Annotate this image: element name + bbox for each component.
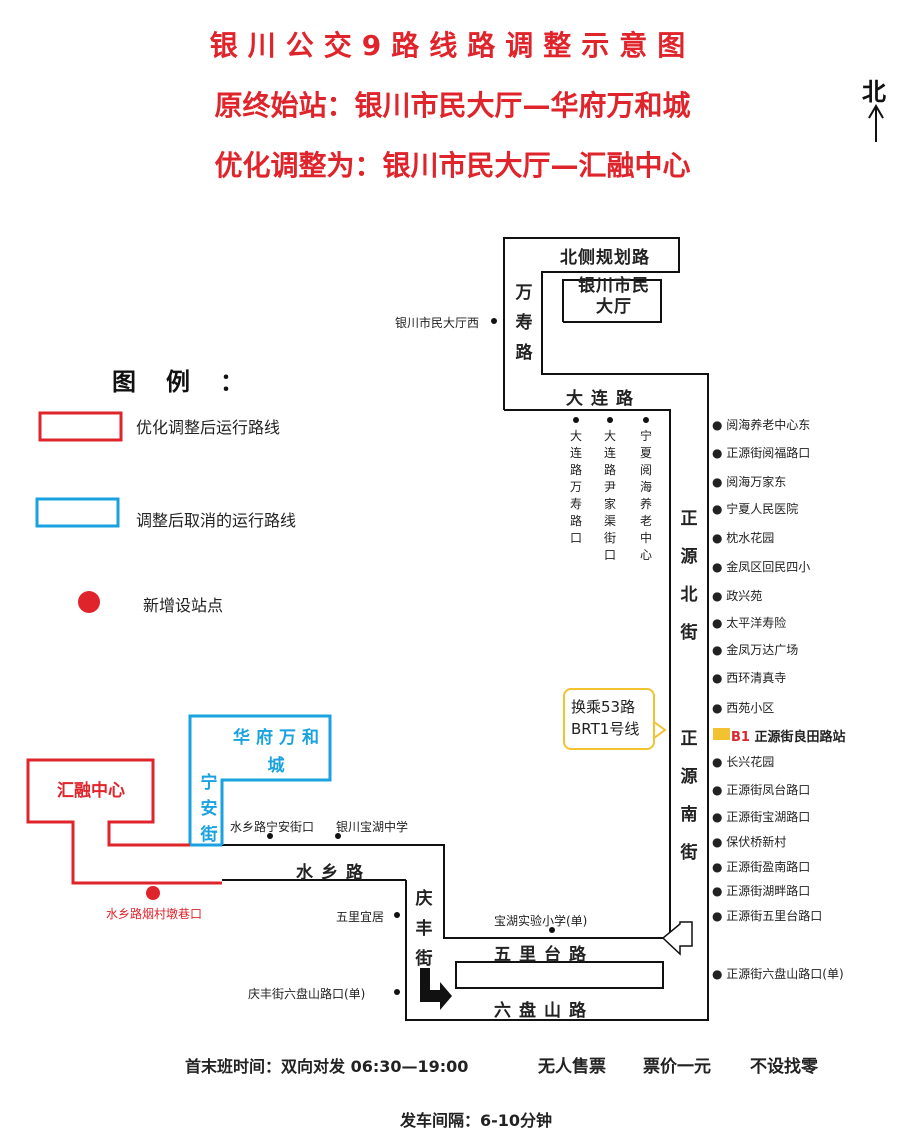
turn-arrow-icon [420, 968, 452, 1010]
new-route [26, 758, 222, 885]
stop-z-3: ● 宁夏人民医院 [712, 502, 799, 516]
stop-z-19: ● 正源街六盘山路口(单) [712, 967, 844, 981]
original-terminus: 原终始站：银川市民大厅—华府万和城 [214, 89, 691, 122]
legend-title: 图例： [112, 368, 274, 396]
north-arrow-icon [868, 104, 884, 142]
legend-cancelled-route-label: 调整后取消的运行路线 [136, 511, 297, 530]
north-label: 北 [862, 78, 886, 106]
stop-qingfeng-liupan: 庆丰街六盘山路口(单) [248, 987, 366, 1001]
road-ningan: 宁安街 [200, 773, 218, 845]
legend-new-stop-dot [78, 591, 100, 613]
road-shuixiang: 水乡路 [296, 863, 371, 883]
legend-red-swatch [38, 411, 123, 442]
stop-z-8: ● 金凤万达广场 [712, 643, 799, 657]
new-stop-dot [146, 886, 160, 900]
stop-new-yancun: 水乡路烟村墩巷口 [106, 907, 203, 921]
main-title: 银川公交9路线路调整示意图 [209, 29, 696, 62]
stop-z-9: ● 西环清真寺 [712, 671, 787, 685]
stop-z-7: ● 太平洋寿险 [712, 616, 787, 630]
brt-badge [713, 728, 730, 740]
stop-z-12: ● 长兴花园 [712, 755, 775, 769]
schedule-text: 首末班时间：双向对发 06:30—19:00 [185, 1057, 469, 1076]
optimized-terminus: 优化调整为：银川市民大厅—汇融中心 [214, 149, 691, 182]
road-wanshou: 万寿路 [515, 283, 533, 363]
place-citizen-hall: 银川市民大厅 [578, 276, 650, 317]
stop-z-17: ● 正源街湖畔路口 [712, 884, 811, 898]
stop-z-2: ● 阅海万家东 [712, 475, 787, 489]
stop-z-1: ● 正源街阅福路口 [712, 446, 811, 460]
stop-dalian-yinjiaqu: 大连路尹家渠街口 [603, 429, 616, 562]
stop-z-14: ● 正源街宝湖路口 [712, 810, 811, 824]
road-zhengyuan-south: 正源南街 [680, 729, 698, 863]
legend-blue-swatch [35, 497, 120, 528]
stop-baohu-exp: 宝湖实验小学(单) [494, 914, 588, 928]
transfer-line-1: 换乘53路 [571, 698, 636, 716]
stop-z-11: B1 正源街良田路站 [731, 730, 846, 745]
stop-z-15: ● 保伏桥新村 [712, 835, 787, 849]
stop-z-13: ● 正源街凤台路口 [712, 783, 811, 797]
stop-z-16: ● 正源街盈南路口 [712, 860, 811, 874]
stop-z-5: ● 金凤区回民四小 [712, 560, 811, 574]
road-zhengyuan-north: 正源北街 [680, 509, 698, 643]
road-wulitai: 五里台路 [494, 945, 594, 965]
stop-dots [267, 318, 649, 995]
stop-ningxia-yuehai: 宁夏阅海养老中心 [639, 429, 652, 562]
ticket-no-conductor: 无人售票 [538, 1057, 606, 1077]
road-dalian: 大连路 [566, 389, 641, 409]
legend-new-stop-label: 新增设站点 [143, 596, 224, 615]
stop-z-10: ● 西苑小区 [712, 701, 775, 715]
legend-new-route-label: 优化调整后运行路线 [136, 418, 281, 437]
ticket-no-change: 不设找零 [750, 1057, 818, 1077]
transfer-line-2: BRT1号线 [571, 720, 640, 738]
stop-ningan: 水乡路宁安街口 [230, 820, 315, 834]
stop-citizen-hall-west: 银川市民大厅西 [395, 316, 480, 330]
stop-z-4: ● 枕水花园 [712, 531, 775, 545]
stop-dalian-wanshou: 大连路万寿路口 [569, 429, 582, 545]
road-liupanshan: 六盘山路 [494, 1001, 594, 1021]
place-huirong: 汇融中心 [57, 781, 125, 801]
stop-z-0: ● 阅海养老中心东 [712, 418, 811, 432]
stop-baohu-school: 银川宝湖中学 [336, 820, 409, 834]
road-qingfeng: 庆丰街 [415, 889, 433, 969]
stop-z-18: ● 正源街五里台路口 [712, 909, 823, 923]
stop-wuli-yiju: 五里宜居 [336, 910, 385, 924]
route-top-loop [222, 237, 709, 1021]
direction-arrow-icon [661, 921, 693, 956]
interval-text: 发车间隔：6-10分钟 [400, 1111, 553, 1130]
road-north-planned: 北侧规划路 [560, 248, 650, 268]
transfer-bubble: 换乘53路 BRT1号线 [563, 688, 655, 750]
ticket-fare: 票价一元 [643, 1057, 711, 1077]
brt-label: B1 [731, 730, 750, 745]
bubble-tail [653, 720, 667, 740]
stop-z-6: ● 政兴苑 [712, 589, 763, 603]
place-huafu: 华府万和城 [233, 728, 325, 776]
